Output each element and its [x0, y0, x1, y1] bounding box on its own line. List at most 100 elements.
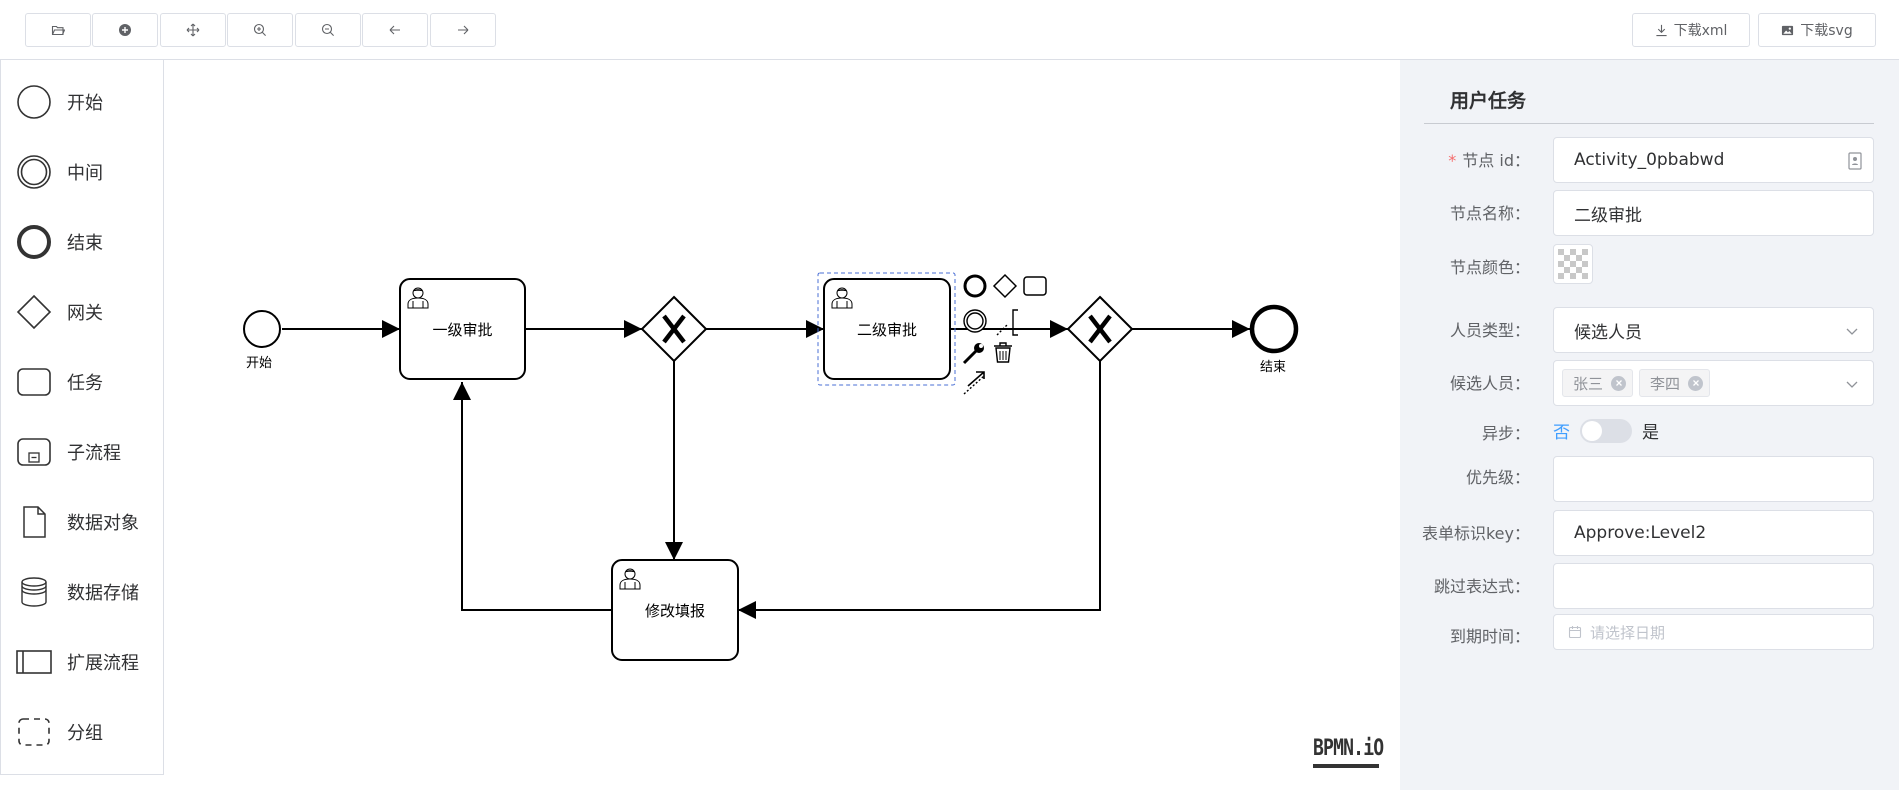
- download-svg-button[interactable]: 下载svg: [1758, 13, 1876, 47]
- create-new-button[interactable]: [92, 13, 158, 47]
- append-end-event-icon[interactable]: [963, 274, 987, 298]
- toggle-knob: [1582, 420, 1602, 441]
- append-task-icon[interactable]: [1023, 276, 1047, 296]
- panel-title: 用户任务: [1450, 90, 1527, 112]
- bpmn-diagram: [243, 272, 1299, 661]
- due-date-picker[interactable]: 请选择日期: [1553, 614, 1874, 650]
- zoom-in-button[interactable]: [227, 13, 293, 47]
- palette-item-gateway[interactable]: 网关: [1, 287, 163, 337]
- node-color-label: 节点颜色：: [1449, 258, 1530, 277]
- wrench-icon[interactable]: [962, 343, 984, 365]
- download-icon: [1655, 24, 1667, 36]
- download-xml-label: 下载xml: [1673, 23, 1728, 39]
- palette-item-data-store[interactable]: 数据存储: [1, 567, 163, 617]
- connect-icon[interactable]: [963, 371, 985, 395]
- palette-item-start[interactable]: 开始: [1, 77, 163, 127]
- tag-close-icon[interactable]: [1688, 375, 1704, 391]
- palette-label: 网关: [67, 303, 103, 324]
- panel-divider: [1424, 123, 1874, 124]
- node-id-label: 节点 id：: [1462, 151, 1530, 170]
- form-key-value: Approve:Level2: [1574, 523, 1707, 543]
- diagram-canvas[interactable]: 开始 结束 一级审批 二级审批 修改填报 BPMN.iO: [164, 60, 1400, 790]
- palette-label: 结束: [67, 233, 103, 254]
- node-id-input[interactable]: Activity_0pbabwd: [1553, 137, 1874, 183]
- palette-item-intermediate[interactable]: 中间: [1, 147, 163, 197]
- intermediate-event-icon: [17, 155, 51, 189]
- redo-button[interactable]: [430, 13, 496, 47]
- arrow-left-icon: [389, 25, 400, 35]
- form-key-input[interactable]: Approve:Level2: [1553, 510, 1874, 556]
- calendar-icon: [1568, 626, 1582, 639]
- element-palette: 开始 中间 结束 网关 任务 子流程 数据对象 数据存储 扩展流程 分组: [0, 60, 164, 775]
- palette-item-data-object[interactable]: 数据对象: [1, 497, 163, 547]
- tag-close-icon[interactable]: [1611, 375, 1627, 391]
- palette-item-group[interactable]: 分组: [1, 707, 163, 757]
- candidate-tag: 张三: [1562, 369, 1634, 397]
- task-level2-approval[interactable]: [823, 278, 951, 380]
- start-event[interactable]: [243, 310, 281, 348]
- required-mark: *: [1448, 151, 1457, 170]
- end-event-icon: [17, 225, 51, 259]
- async-toggle[interactable]: [1580, 418, 1632, 443]
- due-date-label: 到期时间：: [1449, 627, 1530, 646]
- context-pad: [962, 273, 1047, 395]
- candidate-tag-label: 张三: [1573, 374, 1604, 393]
- move-icon: [186, 23, 200, 37]
- node-name-label: 节点名称：: [1449, 204, 1530, 223]
- palette-label: 开始: [67, 93, 103, 114]
- palette-label: 数据对象: [67, 513, 139, 534]
- flow-gateway2-to-task3[interactable]: [738, 361, 1101, 619]
- palette-item-task[interactable]: 任务: [1, 357, 163, 407]
- open-file-button[interactable]: [25, 13, 91, 47]
- palette-label: 任务: [67, 373, 103, 394]
- palette-item-subprocess[interactable]: 子流程: [1, 427, 163, 477]
- palette-item-pool[interactable]: 扩展流程: [1, 637, 163, 687]
- append-gateway-icon[interactable]: [992, 273, 1018, 299]
- zoom-in-icon: [253, 23, 266, 36]
- contact-card-icon: [1848, 152, 1862, 170]
- exclusive-gateway-1[interactable]: [640, 295, 708, 363]
- priority-input[interactable]: [1553, 456, 1874, 502]
- task-icon: [17, 368, 51, 396]
- candidates-select[interactable]: 张三 李四: [1553, 360, 1874, 406]
- fit-view-button[interactable]: [160, 13, 226, 47]
- candidates-label: 候选人员：: [1449, 374, 1530, 393]
- text-annotation-icon[interactable]: [996, 309, 1018, 336]
- plus-circle-icon: [119, 24, 131, 36]
- palette-item-end[interactable]: 结束: [1, 217, 163, 267]
- palette-label: 数据存储: [67, 583, 139, 604]
- exclusive-gateway-2[interactable]: [1066, 295, 1134, 363]
- bpmn-io-logo[interactable]: BPMN.iO: [1313, 736, 1384, 761]
- assignee-type-select[interactable]: 候选人员: [1553, 307, 1874, 353]
- task-revise-submission[interactable]: [611, 559, 739, 661]
- properties-panel: 用户任务 * 节点 id： Activity_0pbabwd 节点名称： 二级审批…: [1400, 60, 1899, 790]
- trash-icon[interactable]: [994, 342, 1012, 363]
- node-name-input[interactable]: 二级审批: [1553, 190, 1874, 236]
- end-event[interactable]: [1249, 304, 1299, 354]
- assignee-type-value: 候选人员: [1574, 322, 1642, 343]
- user-icon: [407, 287, 429, 309]
- skip-expression-input[interactable]: [1553, 563, 1874, 609]
- pool-icon: [16, 650, 52, 674]
- undo-button[interactable]: [362, 13, 428, 47]
- flow-task3-to-task1[interactable]: [453, 382, 612, 611]
- task-revise-label: 修改填报: [644, 602, 705, 620]
- group-icon: [18, 718, 50, 746]
- selection-outline: [817, 272, 956, 386]
- bpmn-logo-underline: [1313, 764, 1379, 768]
- palette-label: 分组: [67, 723, 103, 744]
- async-on-label: 是: [1642, 423, 1659, 443]
- start-event-label: 开始: [246, 356, 273, 371]
- zoom-out-button[interactable]: [295, 13, 361, 47]
- zoom-out-icon: [321, 23, 334, 36]
- node-id-value: Activity_0pbabwd: [1574, 150, 1725, 170]
- download-xml-button[interactable]: 下载xml: [1632, 13, 1750, 47]
- task-level1-approval[interactable]: [399, 278, 526, 380]
- due-date-placeholder: 请选择日期: [1590, 623, 1666, 642]
- append-intermediate-event-icon[interactable]: [963, 309, 987, 333]
- palette-label: 扩展流程: [67, 653, 139, 674]
- color-picker-button[interactable]: [1553, 244, 1593, 284]
- candidate-tag-label: 李四: [1650, 374, 1681, 393]
- picture-icon: [1782, 25, 1794, 35]
- form-key-label: 表单标识key：: [1421, 524, 1530, 543]
